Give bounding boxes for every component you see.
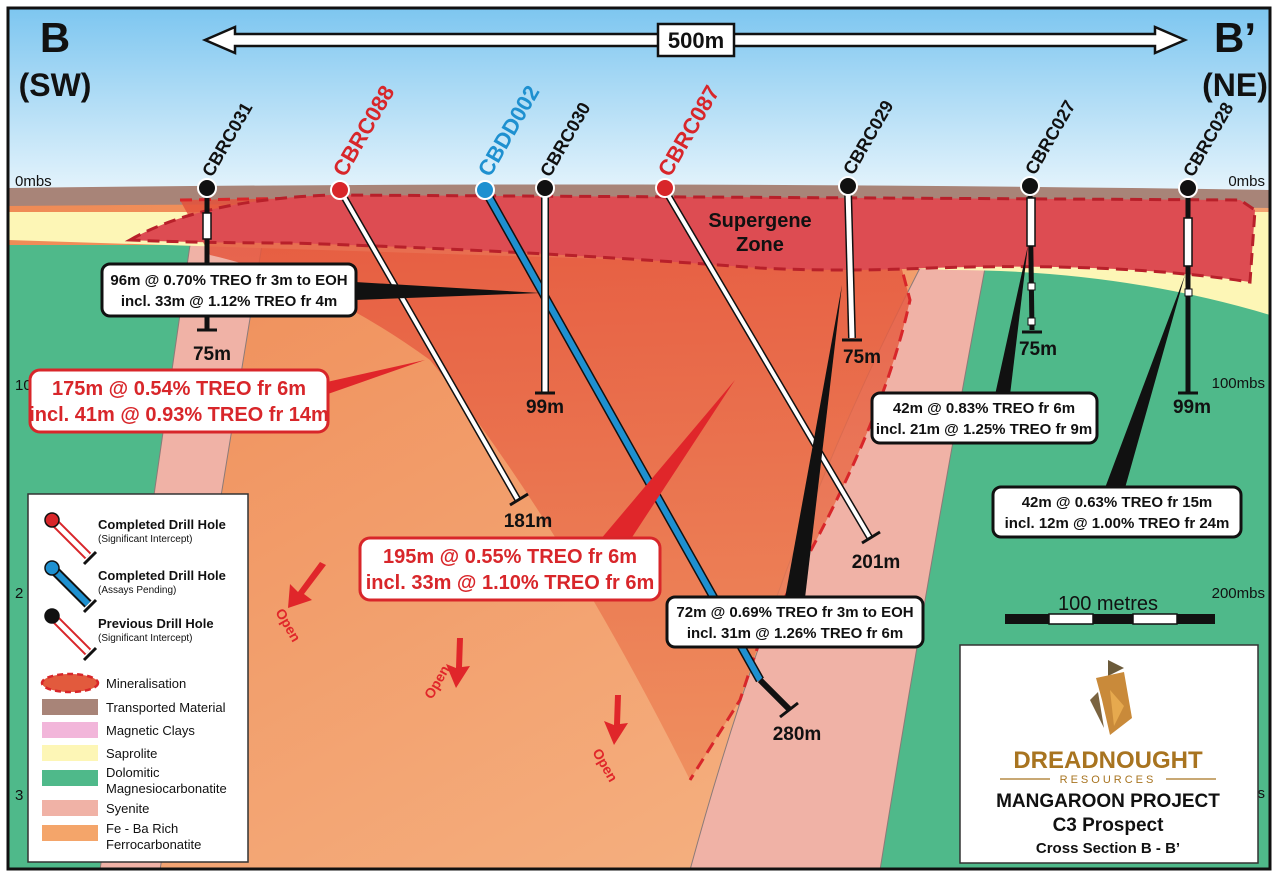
depth-300-left: 3 bbox=[15, 787, 23, 804]
legend-mineralisation-label: Mineralisation bbox=[106, 676, 186, 691]
hole-depth-cbrc029: 75m bbox=[843, 347, 881, 368]
top-scale-label: 500m bbox=[668, 28, 724, 53]
intercept-callout-3: 195m @ 0.55% TREO fr 6m incl. 33m @ 1.10… bbox=[358, 536, 662, 602]
depth-100-left: 10 bbox=[15, 377, 32, 394]
section-right-dir: (NE) bbox=[1202, 67, 1268, 103]
legend-ferro-label-2: Ferrocarbonatite bbox=[106, 837, 201, 852]
logo-sub-text: RESOURCES bbox=[1060, 774, 1157, 786]
callout-6-pointer bbox=[1105, 275, 1185, 488]
legend-transported-label: Transported Material bbox=[106, 700, 226, 715]
callout-6-line-2: incl. 12m @ 1.00% TREO fr 24m bbox=[1005, 515, 1230, 532]
legend-mineralisation-swatch bbox=[40, 672, 100, 694]
scale-bar-label: 100 metres bbox=[1058, 593, 1158, 615]
callout-5-line-1: 42m @ 0.83% TREO fr 6m bbox=[893, 400, 1075, 417]
hole-depth-cbrc027: 75m bbox=[1019, 339, 1057, 360]
depth-200-right: 200mbs bbox=[1212, 585, 1265, 602]
intercept-callout-2: 175m @ 0.54% TREO fr 6m incl. 41m @ 0.93… bbox=[28, 368, 330, 434]
project-title: MANGAROON PROJECT bbox=[996, 791, 1220, 812]
legend-completed-symbol bbox=[44, 512, 98, 566]
legend-ferro-label: Fe - Ba Rich bbox=[106, 821, 178, 836]
legend-previous-symbol bbox=[44, 608, 98, 662]
callout-3-pointer bbox=[600, 380, 735, 548]
legend-clays-label: Magnetic Clays bbox=[106, 723, 195, 738]
callout-4-line-1: 72m @ 0.69% TREO fr 3m to EOH bbox=[676, 604, 913, 621]
legend-syenite-label: Syenite bbox=[106, 801, 149, 816]
callout-2-pointer bbox=[300, 360, 425, 402]
callout-2-line-1: 175m @ 0.54% TREO fr 6m bbox=[52, 378, 306, 400]
logo-main-text: DREADNOUGHT bbox=[1013, 747, 1203, 774]
legend-pending-title: Completed Drill Hole bbox=[98, 568, 226, 583]
figure-frame bbox=[6, 6, 1272, 871]
hole-depth-cbrc088: 181m bbox=[504, 511, 553, 532]
legend-saprolite-label: Saprolite bbox=[106, 746, 157, 761]
section-left-end: B bbox=[40, 14, 70, 61]
hole-depth-cbrc028: 99m bbox=[1173, 397, 1211, 418]
legend-completed-title: Completed Drill Hole bbox=[98, 517, 226, 532]
callout-4-line-2: incl. 31m @ 1.26% TREO fr 6m bbox=[687, 625, 903, 642]
legend-previous-title: Previous Drill Hole bbox=[98, 616, 214, 631]
legend-dolomitic-swatch bbox=[42, 770, 98, 786]
dreadnought-logo bbox=[1090, 660, 1132, 735]
prospect-title: C3 Prospect bbox=[1053, 815, 1165, 836]
section-right-end: B’ bbox=[1214, 14, 1256, 61]
callout-5-line-2: incl. 21m @ 1.25% TREO fr 9m bbox=[876, 421, 1092, 438]
hole-depth-cbrc030: 99m bbox=[526, 397, 564, 418]
intercept-callout-6: 42m @ 0.63% TREO fr 15m incl. 12m @ 1.00… bbox=[991, 485, 1243, 539]
legend-dolomitic-label: Dolomitic bbox=[106, 765, 160, 780]
supergene-label-2: Zone bbox=[736, 234, 784, 256]
scale-bar: 100 metres bbox=[1005, 593, 1215, 625]
legend-pending-sub: (Assays Pending) bbox=[98, 585, 176, 596]
depth-100-right: 100mbs bbox=[1212, 375, 1265, 392]
depth-0-left: 0mbs bbox=[15, 173, 52, 190]
legend-clays-swatch bbox=[42, 722, 98, 738]
callout-6-line-1: 42m @ 0.63% TREO fr 15m bbox=[1022, 494, 1213, 511]
section-left-dir: (SW) bbox=[19, 67, 92, 103]
top-scale-arrow: 500m bbox=[201, 22, 1189, 58]
callout-3-line-1: 195m @ 0.55% TREO fr 6m bbox=[383, 546, 637, 568]
depth-200-left: 2 bbox=[15, 585, 23, 602]
legend-transported-swatch bbox=[42, 699, 98, 715]
callout-1-line-2: incl. 33m @ 1.12% TREO fr 4m bbox=[121, 293, 337, 310]
legend-pending-symbol bbox=[44, 560, 98, 614]
hole-depth-cbrc031: 75m bbox=[193, 344, 231, 365]
hole-depth-cbdd002: 280m bbox=[773, 724, 822, 745]
intercept-callout-5: 42m @ 0.83% TREO fr 6m incl. 21m @ 1.25%… bbox=[870, 391, 1099, 445]
legend-saprolite-swatch bbox=[42, 745, 98, 761]
supergene-label-1: Supergene bbox=[708, 210, 811, 232]
legend-syenite-swatch bbox=[42, 800, 98, 816]
legend-completed-sub: (Significant Intercept) bbox=[98, 534, 193, 545]
legend-dolomitic-label-2: Magnesiocarbonatite bbox=[106, 781, 227, 796]
legend-ferro-swatch bbox=[42, 825, 98, 841]
callout-1-pointer bbox=[355, 282, 540, 300]
callout-1-line-1: 96m @ 0.70% TREO fr 3m to EOH bbox=[110, 272, 347, 289]
hole-depth-cbrc087: 201m bbox=[852, 552, 901, 573]
intercept-callout-1: 96m @ 0.70% TREO fr 3m to EOH incl. 33m … bbox=[100, 262, 358, 318]
intercept-callout-4: 72m @ 0.69% TREO fr 3m to EOH incl. 31m … bbox=[665, 595, 925, 649]
callout-5-pointer bbox=[995, 245, 1028, 395]
title-box: DREADNOUGHT RESOURCES MANGAROON PROJECT … bbox=[959, 644, 1259, 864]
section-title: Cross Section B - B’ bbox=[1036, 840, 1180, 857]
legend-previous-sub: (Significant Intercept) bbox=[98, 633, 193, 644]
legend: Completed Drill Hole (Significant Interc… bbox=[27, 493, 249, 863]
depth-0-right: 0mbs bbox=[1228, 173, 1265, 190]
callout-3-line-2: incl. 33m @ 1.10% TREO fr 6m bbox=[366, 572, 655, 594]
callout-2-line-2: incl. 41m @ 0.93% TREO fr 14m bbox=[29, 404, 329, 426]
callout-4-pointer bbox=[785, 285, 842, 598]
